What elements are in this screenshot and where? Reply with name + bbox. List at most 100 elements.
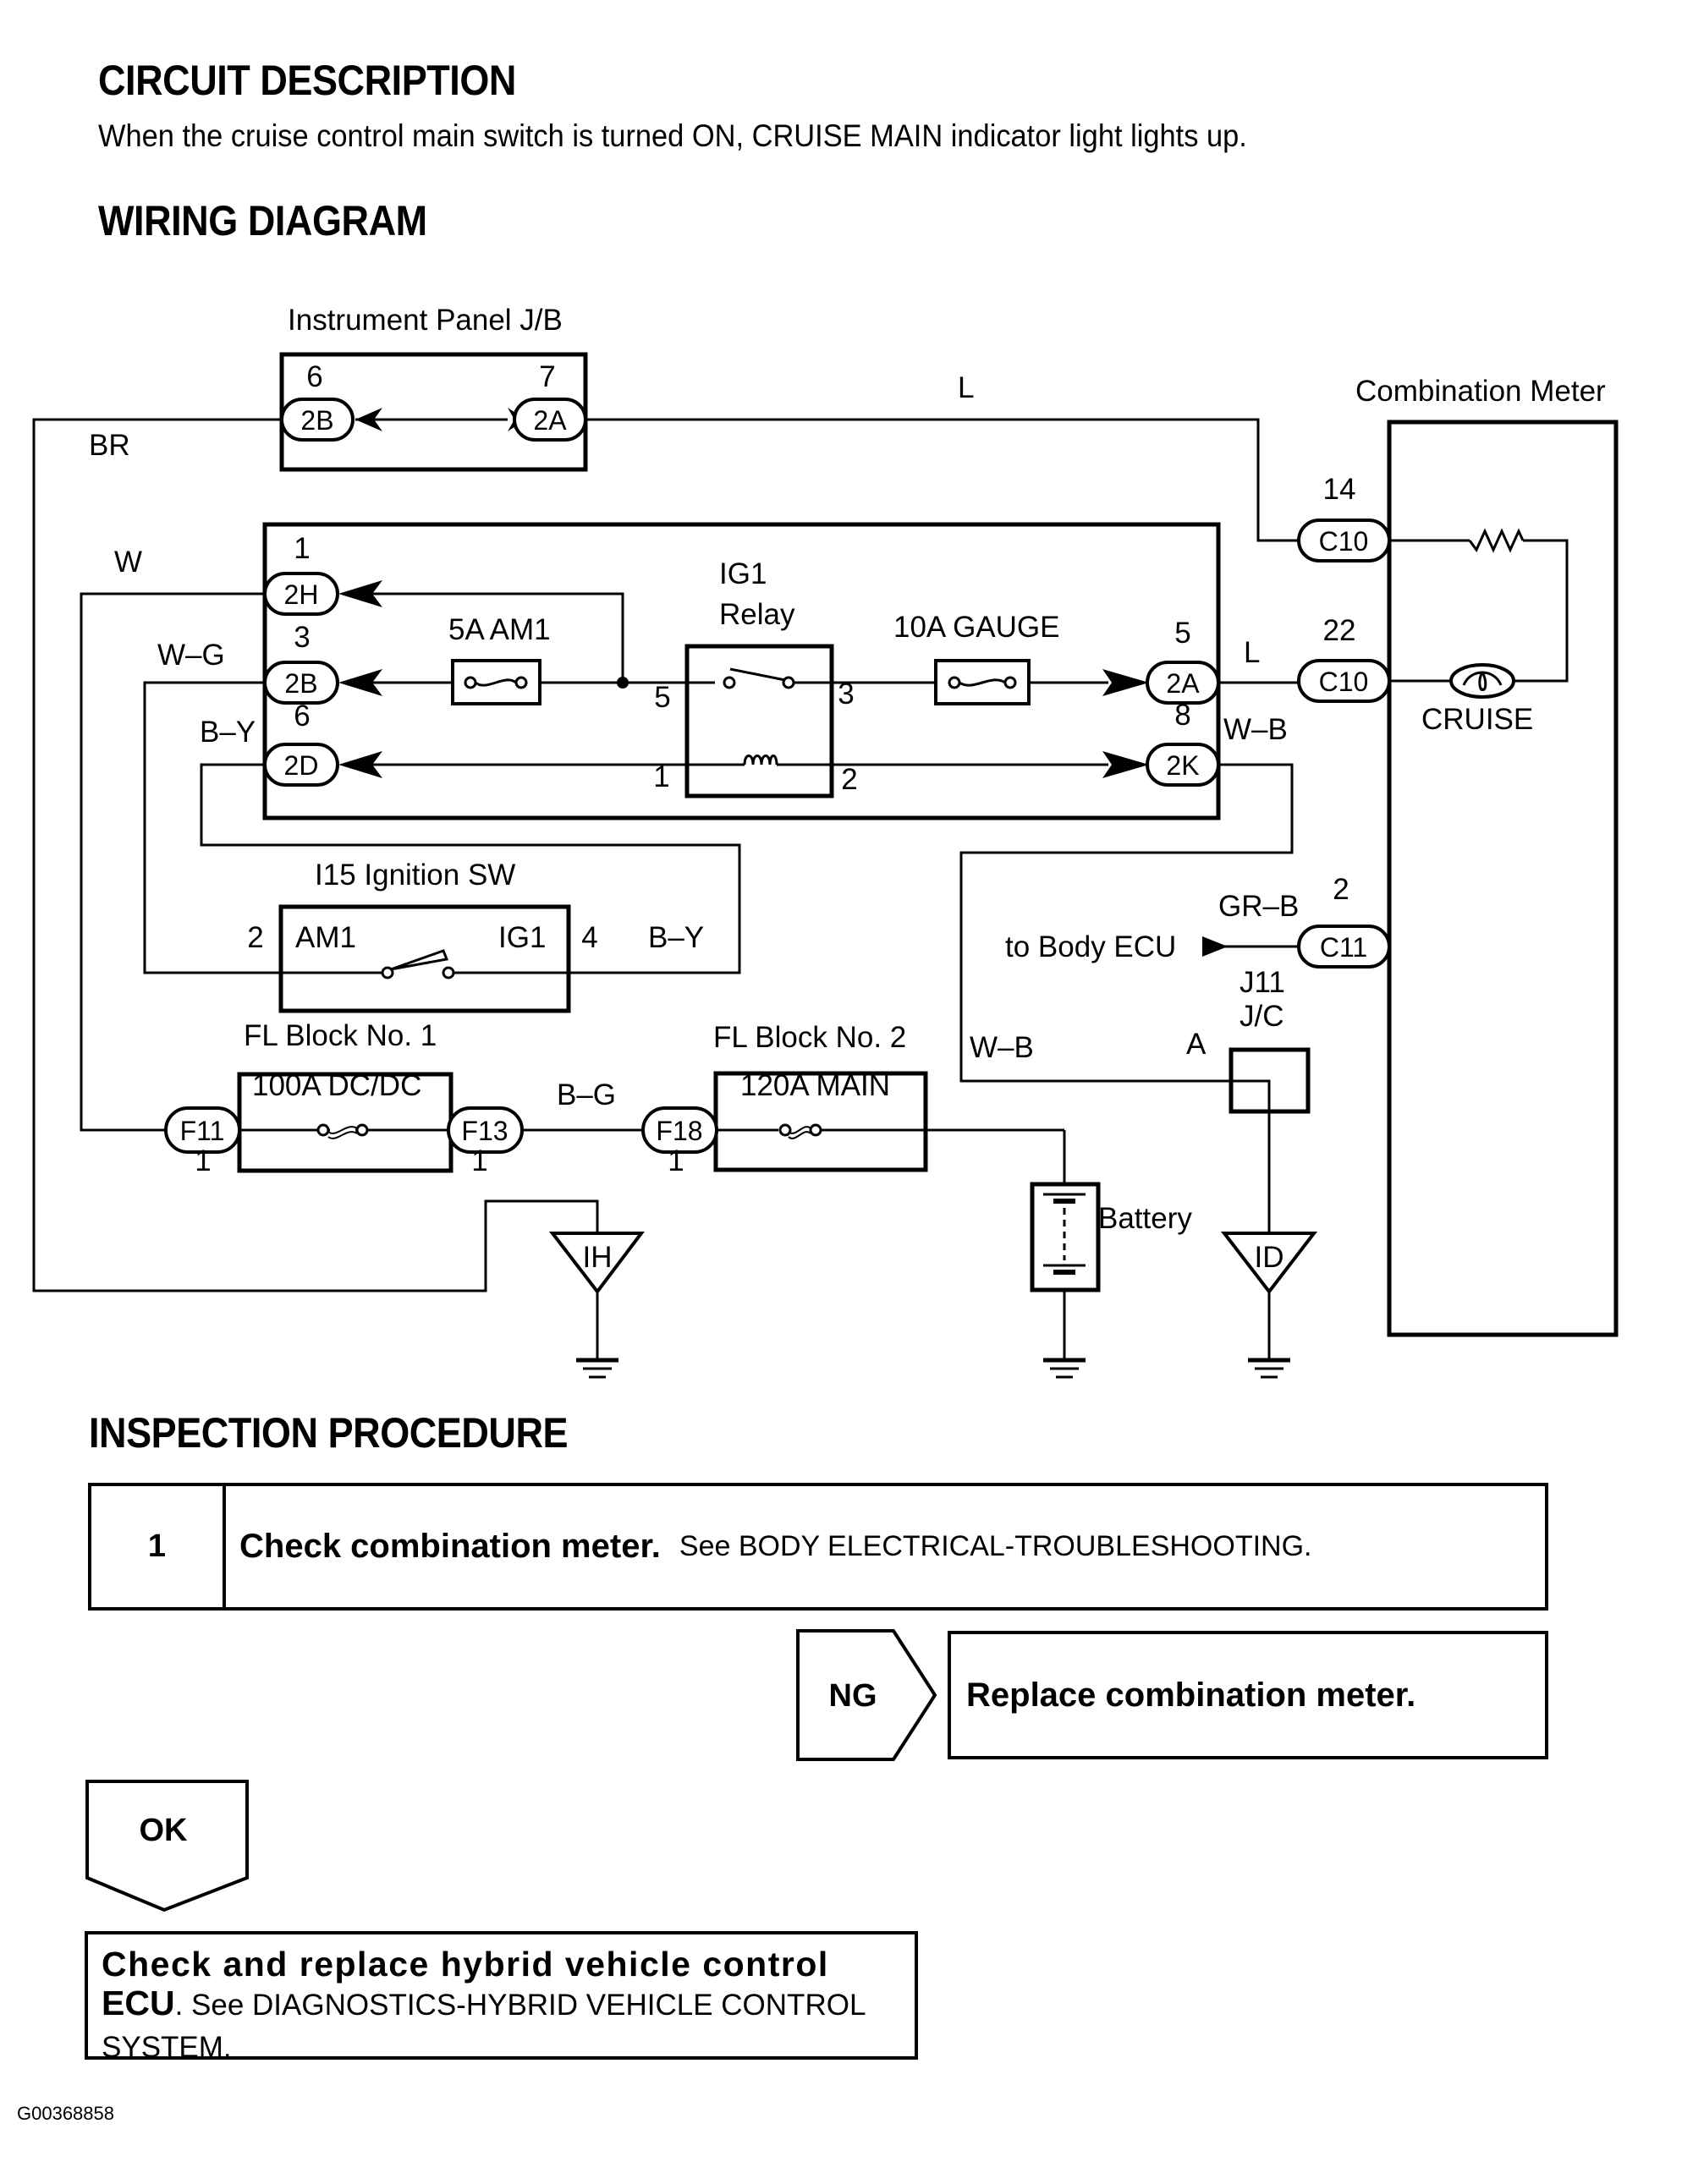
connector-chevron-icons xyxy=(338,408,1149,778)
wire-color-label: B–Y xyxy=(648,921,704,954)
connector-c10-14 xyxy=(1297,519,1391,562)
step-reference[interactable]: See BODY ELECTRICAL-TROUBLESHOOTING. xyxy=(679,1530,1312,1562)
wire-l-top xyxy=(585,418,1299,542)
ignition-ig1-label: IG1 xyxy=(498,921,546,954)
ig1-relay-label: Relay xyxy=(719,598,795,631)
step-1-box: 1 Check combination meter. See BODY ELEC… xyxy=(88,1483,1548,1611)
wiring-diagram: 2B 2A 2H 2B 2D 2A 2K C10 C10 C11 F11 F13… xyxy=(32,304,1619,1379)
connector-label: 2K xyxy=(1166,750,1199,781)
connector-label: 2A xyxy=(1166,668,1200,699)
fl-block-2-label: FL Block No. 2 xyxy=(713,1021,906,1054)
connector-label: C10 xyxy=(1319,526,1369,557)
ignition-am1-label: AM1 xyxy=(295,921,356,954)
ground-point-id-icon xyxy=(1220,1232,1318,1295)
ok-action-box: Check and replace hybrid vehicle control… xyxy=(85,1931,918,2064)
ok-arrow: OK xyxy=(85,1780,249,1912)
wire-color-label: W–G xyxy=(157,639,225,672)
ok-action-title: Check and replace hybrid vehicle control xyxy=(102,1945,829,1984)
pin-number: 22 xyxy=(1323,614,1356,647)
relay-coil-icon xyxy=(743,755,778,765)
pin-number: 2 xyxy=(841,763,857,796)
resistor-icon xyxy=(1468,528,1525,553)
ig1-relay-label: IG1 xyxy=(719,557,767,590)
connector-label: F18 xyxy=(656,1116,702,1146)
pin-number: 1 xyxy=(195,1144,211,1177)
connector-2b-top xyxy=(280,398,355,442)
junction-connector-box xyxy=(1229,1047,1311,1114)
circuit-description-text: When the cruise control main switch is t… xyxy=(98,118,1247,153)
ground-symbol-icon xyxy=(576,1358,1290,1379)
to-body-ecu-label: to Body ECU xyxy=(1005,930,1176,963)
ig1-relay-box xyxy=(684,644,834,798)
connector-c10-22 xyxy=(1297,659,1391,703)
connector-2h xyxy=(263,572,339,616)
wire-color-label: W–B xyxy=(1223,713,1288,746)
connector-2b xyxy=(263,661,339,705)
fl-block-2-fuse-label: 120A MAIN xyxy=(740,1069,890,1102)
connector-f18 xyxy=(641,1106,718,1154)
connector-label: 2A xyxy=(533,405,567,436)
ok-action-ecu: ECU xyxy=(102,1984,175,2022)
pin-number: 6 xyxy=(294,700,310,733)
ground-point-ih-icon xyxy=(548,1232,646,1295)
relay-switch-icon xyxy=(723,667,795,689)
pin-number: 3 xyxy=(294,621,310,654)
ignition-switch-box xyxy=(278,904,571,1013)
wiring-diagram-heading: WIRING DIAGRAM xyxy=(98,197,427,244)
connector-label: F13 xyxy=(461,1116,508,1146)
ok-action-reference-cont[interactable]: SYSTEM. xyxy=(102,2031,232,2064)
pin-number: 1 xyxy=(294,532,310,565)
wire-color-label: W–B xyxy=(970,1031,1034,1064)
connector-c11 xyxy=(1297,925,1391,969)
connector-f11 xyxy=(164,1106,241,1154)
cruise-indicator-bulb-icon xyxy=(1449,663,1515,699)
connector-label: 2D xyxy=(284,750,319,781)
ng-action-box: Replace combination meter. xyxy=(948,1631,1548,1759)
combination-meter-label: Combination Meter xyxy=(1355,375,1606,408)
wire-b-y xyxy=(200,763,741,974)
wire-color-label: L xyxy=(958,371,974,404)
wire-w-b xyxy=(959,763,1294,1233)
battery-icon xyxy=(1043,1193,1086,1275)
pin-number: 6 xyxy=(306,360,322,393)
junction-connector-label: J/C xyxy=(1240,1000,1284,1033)
ground-id-label: ID xyxy=(1255,1241,1284,1274)
pin-number: 4 xyxy=(581,921,597,954)
wire-w xyxy=(80,592,265,1132)
inspection-procedure-heading: INSPECTION PROCEDURE xyxy=(89,1409,569,1457)
connector-2d xyxy=(263,743,339,787)
connector-2k xyxy=(1146,743,1220,787)
pin-number: 7 xyxy=(539,360,555,393)
pin-number: 1 xyxy=(668,1144,684,1177)
pin-number: 3 xyxy=(838,678,854,711)
connector-label: C11 xyxy=(1320,932,1367,963)
ok-action-reference[interactable]: . See DIAGNOSTICS-HYBRID VEHICLE CONTROL xyxy=(174,1989,866,2022)
fl-block-1-label: FL Block No. 1 xyxy=(244,1019,437,1052)
connector-label: F11 xyxy=(180,1116,225,1146)
ignition-switch-contact-icon xyxy=(281,949,569,980)
wire-color-label: L xyxy=(1244,636,1260,669)
pin-number: 1 xyxy=(471,1144,487,1177)
wire-br xyxy=(32,418,599,1292)
wire-color-label: BR xyxy=(89,429,130,462)
instrument-panel-jb-label: Instrument Panel J/B xyxy=(288,304,563,337)
fusible-link-main-icon xyxy=(716,1123,846,1139)
pin-number: 1 xyxy=(653,760,669,793)
pin-number: 14 xyxy=(1323,473,1356,506)
battery-box xyxy=(1030,1182,1101,1292)
figure-id: G00368858 xyxy=(17,2103,114,2124)
junction-pin-label: A xyxy=(1186,1028,1207,1061)
ng-arrow: NG xyxy=(796,1629,937,1761)
fuse-gauge-label: 10A GAUGE xyxy=(893,611,1059,644)
main-jb-box xyxy=(262,522,1221,820)
ok-label: OK xyxy=(140,1813,189,1848)
pin-number: 8 xyxy=(1174,699,1190,732)
pin-number: 2 xyxy=(1333,873,1349,906)
fuse-am1-icon xyxy=(451,659,541,705)
ng-action: Replace combination meter. xyxy=(966,1676,1416,1714)
connector-2a xyxy=(1146,661,1220,705)
step-title: Check combination meter. xyxy=(239,1528,661,1565)
connector-label: 2H xyxy=(284,579,319,610)
wire-color-label: B–Y xyxy=(200,716,256,749)
junction-dot xyxy=(617,677,629,689)
